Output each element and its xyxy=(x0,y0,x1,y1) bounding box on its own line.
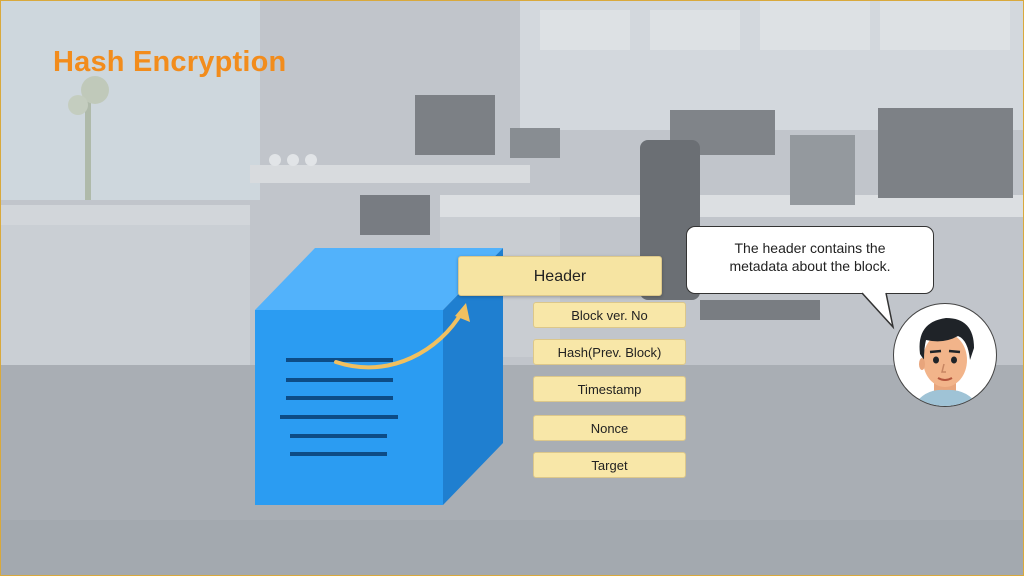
field-timestamp: Timestamp xyxy=(533,376,686,402)
cube-top-face xyxy=(255,248,503,310)
arrow-head-icon xyxy=(455,303,470,322)
slide-title: Hash Encryption xyxy=(53,46,287,78)
cube-side-face xyxy=(443,248,503,505)
document-lines-icon xyxy=(280,358,398,456)
field-nonce: Nonce xyxy=(533,415,686,441)
speech-line-2: metadata about the block. xyxy=(729,258,891,274)
speech-bubble: The header contains the metadata about t… xyxy=(686,226,934,294)
speech-line-1: The header contains the xyxy=(734,240,886,256)
field-prev-hash: Hash(Prev. Block) xyxy=(533,339,686,365)
header-box: Header xyxy=(458,256,662,296)
person-avatar-icon xyxy=(893,303,997,407)
curved-arrow-icon xyxy=(334,310,464,370)
cube-front-face xyxy=(255,310,443,505)
field-block-version: Block ver. No xyxy=(533,302,686,328)
field-target: Target xyxy=(533,452,686,478)
